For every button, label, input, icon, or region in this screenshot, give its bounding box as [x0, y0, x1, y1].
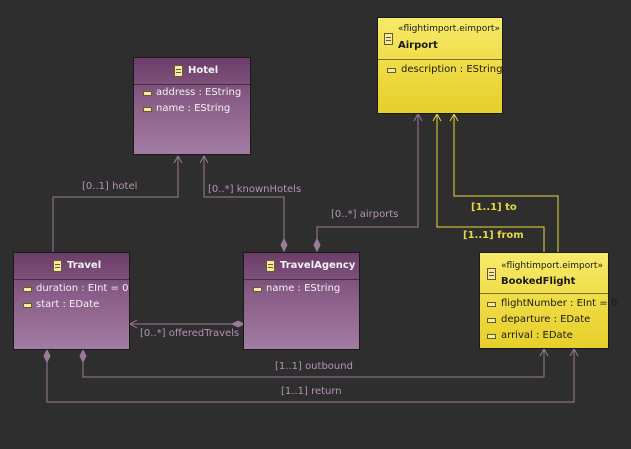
diamond-known-hotels — [280, 237, 288, 253]
diamond-outbound — [79, 348, 87, 364]
arrowhead-outbound — [539, 347, 549, 357]
class-name: Travel — [67, 260, 102, 271]
class-icon — [174, 65, 183, 77]
class-hotel[interactable]: Hotel address : EString name : EString — [133, 57, 251, 155]
label-outbound: [1..1] outbound — [275, 361, 353, 372]
attribute-icon — [143, 107, 152, 112]
attribute-flight-number[interactable]: flightNumber : EInt = 0 — [501, 298, 618, 309]
connector-from[interactable] — [436, 114, 545, 252]
class-name: Hotel — [188, 65, 219, 76]
connector-return[interactable] — [46, 349, 575, 403]
attribute-icon — [23, 287, 32, 292]
class-name: BookedFlight — [501, 276, 576, 287]
attribute-icon — [143, 91, 152, 96]
diamond-return — [43, 348, 51, 364]
arrowhead-to — [449, 112, 459, 122]
class-airport[interactable]: «flightimport.eimport» Airport descripti… — [377, 17, 503, 114]
class-booked-flight[interactable]: «flightimport.eimport» BookedFlight flig… — [479, 252, 617, 349]
arrowhead-airports — [413, 112, 423, 122]
attribute-name[interactable]: name : EString — [266, 283, 341, 294]
arrowhead-from — [432, 112, 442, 122]
attribute-icon — [487, 302, 496, 307]
attribute-arrival[interactable]: arrival : EDate — [501, 330, 573, 341]
attribute-icon — [487, 318, 496, 323]
arrowhead-return — [569, 347, 579, 357]
class-icon — [53, 260, 62, 272]
connector-to[interactable] — [453, 114, 559, 252]
connector-hotel[interactable] — [52, 156, 179, 252]
arrowhead-hotel — [173, 154, 183, 164]
connector-airports[interactable] — [316, 114, 419, 252]
connector-known-hotels[interactable] — [203, 156, 285, 252]
arrowhead-known-hotels — [199, 154, 209, 164]
attribute-name[interactable]: name : EString — [156, 103, 231, 114]
class-name: TravelAgency — [280, 260, 356, 271]
label-airports: [0..*] airports — [331, 209, 399, 220]
attribute-duration[interactable]: duration : EInt = 0 — [36, 283, 129, 294]
attribute-description[interactable]: description : EString — [401, 64, 503, 75]
label-known-hotels: [0..*] knownHotels — [208, 184, 302, 195]
class-icon — [266, 260, 275, 272]
attribute-departure[interactable]: departure : EDate — [501, 314, 591, 325]
label-to: [1..1] to — [471, 202, 517, 213]
class-name: Airport — [398, 40, 438, 51]
class-travel-agency[interactable]: TravelAgency name : EString — [243, 252, 360, 350]
attribute-icon — [487, 334, 496, 339]
arrowhead-offered-travels — [128, 319, 138, 329]
label-from: [1..1] from — [463, 230, 524, 241]
attribute-address[interactable]: address : EString — [156, 87, 242, 98]
label-offered-travels: [0..*] offeredTravels — [140, 328, 240, 339]
class-stereotype: «flightimport.eimport» — [501, 261, 603, 271]
attribute-start[interactable]: start : EDate — [36, 299, 100, 310]
class-travel[interactable]: Travel duration : EInt = 0 start : EDate — [13, 252, 130, 350]
attribute-icon — [387, 68, 396, 73]
label-return: [1..1] return — [281, 386, 342, 397]
label-hotel: [0..1] hotel — [82, 181, 138, 192]
class-icon — [384, 33, 393, 45]
attribute-icon — [253, 287, 262, 292]
attribute-icon — [23, 303, 32, 308]
class-stereotype: «flightimport.eimport» — [398, 24, 500, 34]
connector-outbound[interactable] — [82, 349, 545, 378]
diamond-airports — [313, 237, 321, 253]
class-icon — [487, 268, 496, 280]
